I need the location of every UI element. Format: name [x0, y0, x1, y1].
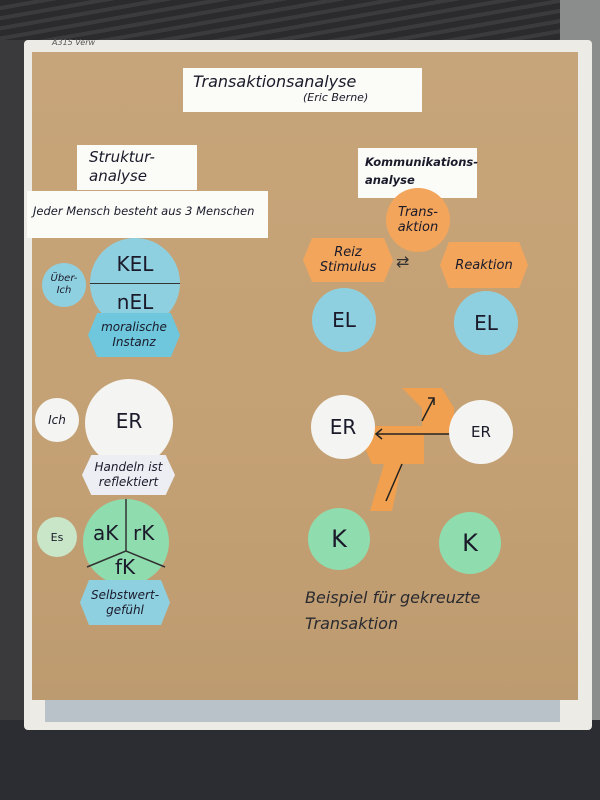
el-right-circle: EL	[454, 291, 518, 355]
kommunikation-heading-card: Kommunikations- analyse	[358, 148, 479, 198]
title-card: Transaktionsanalyse (Eric Berne)	[183, 68, 422, 112]
es-label: Es	[50, 530, 64, 544]
handeln-note: Handeln ist reflektiert	[82, 455, 175, 495]
es-circle: Es	[37, 517, 77, 557]
crossed-transaction-arrows	[364, 388, 454, 511]
reaktion-note: Reaktion	[440, 242, 528, 288]
k-right-circle: K	[439, 512, 501, 574]
ak-label: aK	[93, 521, 119, 545]
moralische-instanz-note: moralische Instanz	[88, 313, 180, 357]
subheading-card: Jeder Mensch besteht aus 3 Menschen	[27, 191, 268, 238]
struktur-heading-line1: Struktur-	[89, 148, 155, 166]
transaktion-line2: aktion	[397, 220, 439, 235]
reiz-stimulus-note: Reiz Stimulus	[303, 238, 393, 282]
er-left-circle: ER	[311, 395, 375, 459]
ueber-ich-label-2: Ich	[56, 285, 72, 296]
k-label: K	[331, 525, 347, 553]
note-line: Instanz	[112, 335, 156, 349]
er-label: ER	[329, 415, 357, 439]
ceiling	[0, 0, 600, 40]
k-label: K	[462, 529, 478, 557]
example-line2: Transaktion	[305, 614, 399, 633]
marker-tray	[45, 700, 560, 722]
note-line: reflektiert	[98, 475, 159, 489]
transaktion-circle: Trans- aktion	[386, 188, 450, 252]
board-label: A315 Verw	[52, 38, 96, 47]
ueber-ich-label-1: Über-	[50, 273, 78, 284]
struktur-heading-card: Struktur- analyse	[77, 145, 197, 190]
k-left-circle: K	[308, 508, 370, 570]
reaktion-label: Reaktion	[455, 257, 513, 273]
example-line1: Beispiel für gekreuzte	[305, 588, 481, 607]
segment-lines	[86, 499, 166, 568]
er-label: ER	[115, 409, 143, 433]
ich-label: Ich	[48, 413, 66, 427]
rk-label: rK	[133, 521, 155, 545]
el-left-circle: EL	[312, 288, 376, 352]
ueber-ich-circle: Über- Ich	[42, 263, 86, 307]
child-ego-circle: aK rK fK	[83, 499, 169, 585]
nel-label: nEL	[116, 290, 154, 314]
example-caption: Beispiel für gekreuzte Transaktion	[305, 585, 480, 637]
kel-label: KEL	[116, 252, 154, 276]
er-right-circle: ER	[449, 400, 513, 464]
floor	[0, 720, 600, 800]
subheading: Jeder Mensch besteht aus 3 Menschen	[33, 204, 255, 218]
transaktion-line1: Trans-	[398, 205, 438, 220]
el-label: EL	[474, 311, 498, 335]
reiz-line1: Reiz	[334, 245, 362, 260]
fk-label: fK	[115, 555, 136, 579]
kommunikation-heading-line1: Kommunikations-	[365, 155, 479, 169]
er-label: ER	[471, 423, 491, 441]
reiz-line2: Stimulus	[319, 260, 377, 275]
selbstwert-note: Selbstwert- gefühl	[80, 580, 170, 625]
exchange-arrow-icon: ⇄	[396, 252, 410, 271]
ich-circle: Ich	[35, 398, 79, 442]
note-line: Selbstwert-	[90, 587, 160, 602]
struktur-heading-line2: analyse	[89, 167, 147, 185]
note-line: Handeln ist	[94, 460, 163, 474]
title: Transaktionsanalyse	[193, 72, 357, 91]
kommunikation-heading-line2: analyse	[365, 173, 415, 187]
note-line: moralische	[101, 320, 167, 334]
subtitle: (Eric Berne)	[303, 91, 369, 104]
adult-ego-circle: ER	[85, 379, 173, 467]
el-label: EL	[332, 308, 356, 332]
note-line: gefühl	[106, 602, 144, 617]
